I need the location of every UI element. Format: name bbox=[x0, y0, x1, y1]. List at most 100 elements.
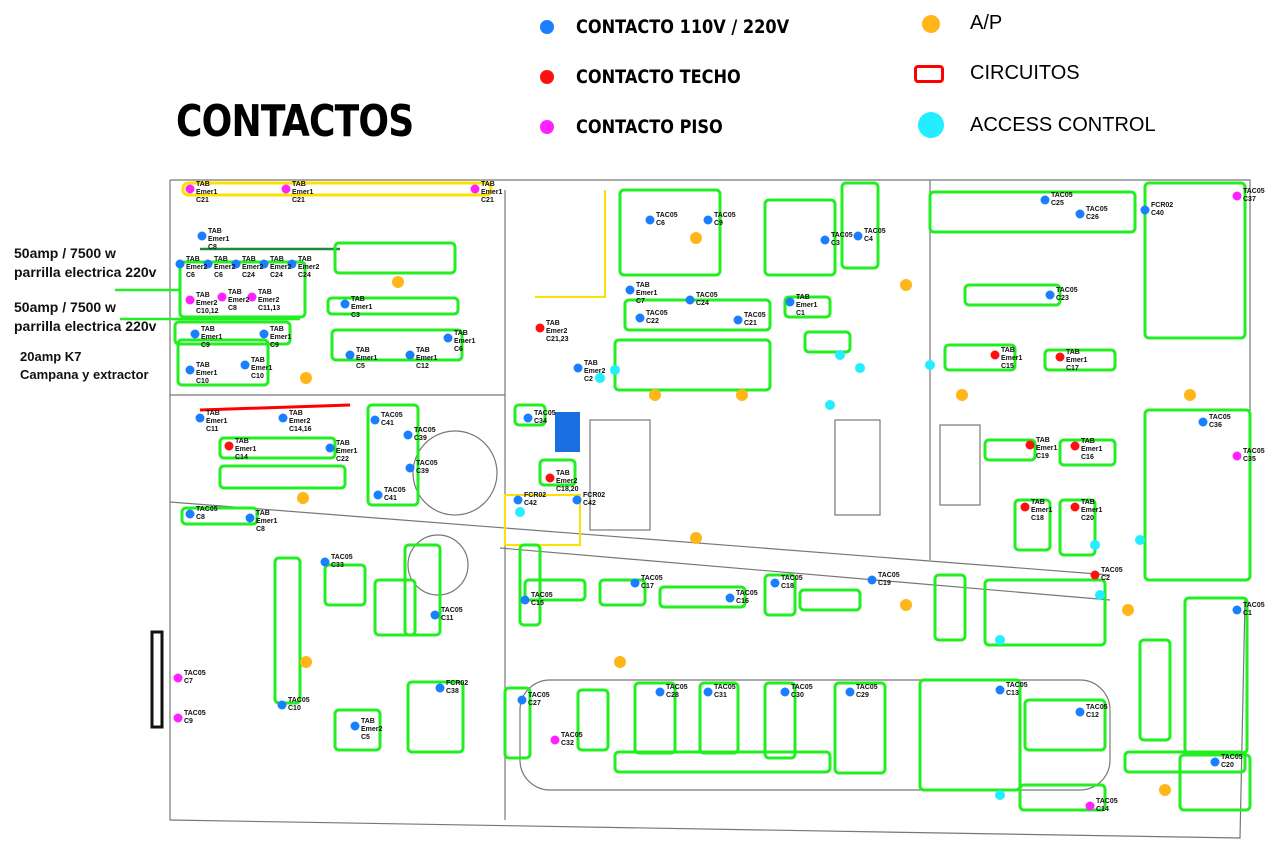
circuit-emergency-c21 bbox=[181, 181, 493, 197]
access-control-dot bbox=[1135, 535, 1145, 545]
contacto-piso-dot[interactable] bbox=[185, 295, 195, 305]
contacto-dot[interactable] bbox=[277, 700, 287, 710]
contacto-dot[interactable] bbox=[190, 329, 200, 339]
contacto-dot[interactable] bbox=[995, 685, 1005, 695]
contacto-dot[interactable] bbox=[373, 490, 383, 500]
contacto-techo-dot[interactable] bbox=[1020, 502, 1030, 512]
contacto-dot[interactable] bbox=[320, 557, 330, 567]
contacto-dot[interactable] bbox=[1140, 205, 1150, 215]
contacto-dot[interactable] bbox=[325, 443, 335, 453]
contacto-dot[interactable] bbox=[185, 509, 195, 519]
contacto-dot[interactable] bbox=[517, 695, 527, 705]
contacto-dot[interactable] bbox=[231, 259, 241, 269]
contacto-techo-dot[interactable] bbox=[535, 323, 545, 333]
contacto-dot[interactable] bbox=[1045, 290, 1055, 300]
contacto-dot[interactable] bbox=[845, 687, 855, 697]
circuit-box bbox=[576, 688, 610, 752]
contacto-dot[interactable] bbox=[1075, 707, 1085, 717]
contacto-dot[interactable] bbox=[405, 350, 415, 360]
contacto-dot[interactable] bbox=[203, 259, 213, 269]
circuit-box bbox=[218, 464, 347, 490]
contacto-dot[interactable] bbox=[443, 333, 453, 343]
contacto-dot[interactable] bbox=[370, 415, 380, 425]
contacto-piso-dot[interactable] bbox=[173, 713, 183, 723]
access-control-dot bbox=[995, 790, 1005, 800]
contacto-dot[interactable] bbox=[340, 299, 350, 309]
contacto-dot[interactable] bbox=[1040, 195, 1050, 205]
contacto-techo-dot[interactable] bbox=[1070, 502, 1080, 512]
contacto-dot[interactable] bbox=[573, 363, 583, 373]
contacto-dot[interactable] bbox=[278, 413, 288, 423]
contacto-piso-dot[interactable] bbox=[550, 735, 560, 745]
contacto-dot[interactable] bbox=[655, 687, 665, 697]
legend-item-access: ACCESS CONTROL bbox=[918, 112, 1156, 138]
contacto-dot[interactable] bbox=[435, 683, 445, 693]
contacto-dot[interactable] bbox=[733, 315, 743, 325]
contacto-dot[interactable] bbox=[853, 231, 863, 241]
contacto-piso-dot[interactable] bbox=[217, 292, 227, 302]
contacto-dot[interactable] bbox=[240, 360, 250, 370]
contacto-dot[interactable] bbox=[403, 430, 413, 440]
contacto-piso-dot[interactable] bbox=[1232, 451, 1242, 461]
contacto-dot[interactable] bbox=[645, 215, 655, 225]
contacto-dot[interactable] bbox=[430, 610, 440, 620]
contacto-techo-dot[interactable] bbox=[990, 350, 1000, 360]
contacto-dot[interactable] bbox=[175, 259, 185, 269]
contacto-dot[interactable] bbox=[195, 413, 205, 423]
contacto-dot[interactable] bbox=[520, 595, 530, 605]
contacto-dot[interactable] bbox=[259, 329, 269, 339]
contacto-techo-dot[interactable] bbox=[224, 441, 234, 451]
contacto-dot[interactable] bbox=[625, 285, 635, 295]
contacto-dot[interactable] bbox=[1198, 417, 1208, 427]
contacto-dot[interactable] bbox=[345, 350, 355, 360]
contacto-techo-dot[interactable] bbox=[1025, 440, 1035, 450]
contacto-piso-dot[interactable] bbox=[1085, 801, 1095, 811]
contacto-dot[interactable] bbox=[245, 513, 255, 523]
contacto-dot[interactable] bbox=[867, 575, 877, 585]
contacto-dot[interactable] bbox=[1232, 605, 1242, 615]
circuit-box bbox=[176, 338, 270, 387]
circuit-box bbox=[330, 328, 464, 362]
contacto-dot[interactable] bbox=[630, 578, 640, 588]
contacto-techo-dot[interactable] bbox=[545, 473, 555, 483]
contacto-piso-dot[interactable] bbox=[247, 292, 257, 302]
contacto-dot[interactable] bbox=[770, 578, 780, 588]
contacto-dot[interactable] bbox=[635, 313, 645, 323]
contacto-dot[interactable] bbox=[685, 295, 695, 305]
contacto-dot[interactable] bbox=[405, 463, 415, 473]
contacto-techo-dot[interactable] bbox=[1070, 441, 1080, 451]
contacto-dot[interactable] bbox=[259, 259, 269, 269]
contacto-piso-dot[interactable] bbox=[470, 184, 480, 194]
circuit-box bbox=[178, 260, 307, 319]
ap-dot bbox=[690, 232, 702, 244]
contacto-dot[interactable] bbox=[703, 687, 713, 697]
contacto-dot[interactable] bbox=[780, 687, 790, 697]
contacto-dot[interactable] bbox=[523, 413, 533, 423]
contacto-techo-dot[interactable] bbox=[1055, 352, 1065, 362]
contacto-piso-dot[interactable] bbox=[281, 184, 291, 194]
circuit-box bbox=[840, 181, 880, 270]
contacto-piso-dot[interactable] bbox=[173, 673, 183, 683]
contacto-dot[interactable] bbox=[785, 297, 795, 307]
contacto-piso-dot[interactable] bbox=[185, 184, 195, 194]
contacto-dot[interactable] bbox=[1075, 209, 1085, 219]
contacto-dot[interactable] bbox=[725, 593, 735, 603]
orange-dot-icon bbox=[922, 14, 940, 33]
contacto-dot[interactable] bbox=[820, 235, 830, 245]
contacto-dot[interactable] bbox=[350, 721, 360, 731]
contacto-dot[interactable] bbox=[197, 231, 207, 241]
contacto-techo-dot[interactable] bbox=[1090, 570, 1100, 580]
contacto-dot[interactable] bbox=[185, 365, 195, 375]
contacto-dot[interactable] bbox=[513, 495, 523, 505]
contacto-dot[interactable] bbox=[703, 215, 713, 225]
contacto-dot[interactable] bbox=[572, 495, 582, 505]
contacto-dot[interactable] bbox=[287, 259, 297, 269]
contacto-piso-dot[interactable] bbox=[1232, 191, 1242, 201]
contacto-dot[interactable] bbox=[1210, 757, 1220, 767]
circuit-box bbox=[613, 338, 772, 392]
